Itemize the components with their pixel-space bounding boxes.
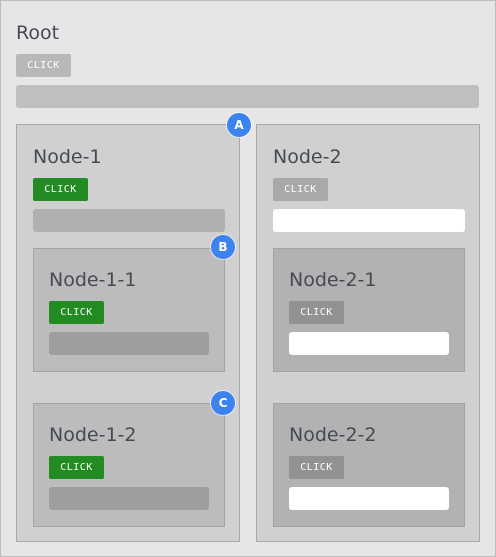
marker-b: B — [211, 235, 235, 259]
root-click-button[interactable]: CLICK — [16, 54, 71, 77]
node-1-2-click-button[interactable]: CLICK — [49, 456, 104, 479]
node-2-panel: Node-2 CLICK Node-2-1 CLICK Node-2-2 CLI… — [256, 124, 480, 542]
node-2-1-click-button[interactable]: CLICK — [289, 301, 344, 324]
node-1-1-click-button[interactable]: CLICK — [49, 301, 104, 324]
node-2-2-title: Node-2-2 — [289, 424, 377, 446]
node-1-1-input[interactable] — [49, 332, 209, 355]
node-2-title: Node-2 — [273, 146, 342, 168]
marker-a: A — [227, 113, 251, 137]
root-title: Root — [16, 22, 60, 44]
marker-c: C — [211, 391, 235, 415]
node-1-2-panel: Node-1-2 CLICK — [33, 403, 225, 527]
node-2-input[interactable] — [273, 209, 465, 232]
node-1-2-title: Node-1-2 — [49, 424, 137, 446]
node-1-input[interactable] — [33, 209, 225, 232]
node-1-panel: Node-1 CLICK Node-1-1 CLICK Node-1-2 CLI… — [16, 124, 240, 542]
node-1-2-input[interactable] — [49, 487, 209, 510]
node-1-1-title: Node-1-1 — [49, 269, 137, 291]
root-input[interactable] — [16, 85, 479, 108]
node-1-click-button[interactable]: CLICK — [33, 178, 88, 201]
node-1-1-panel: Node-1-1 CLICK — [33, 248, 225, 372]
node-2-1-panel: Node-2-1 CLICK — [273, 248, 465, 372]
node-2-2-click-button[interactable]: CLICK — [289, 456, 344, 479]
node-2-2-input[interactable] — [289, 487, 449, 510]
node-2-click-button[interactable]: CLICK — [273, 178, 328, 201]
node-2-1-input[interactable] — [289, 332, 449, 355]
node-1-title: Node-1 — [33, 146, 102, 168]
node-2-2-panel: Node-2-2 CLICK — [273, 403, 465, 527]
node-2-1-title: Node-2-1 — [289, 269, 377, 291]
